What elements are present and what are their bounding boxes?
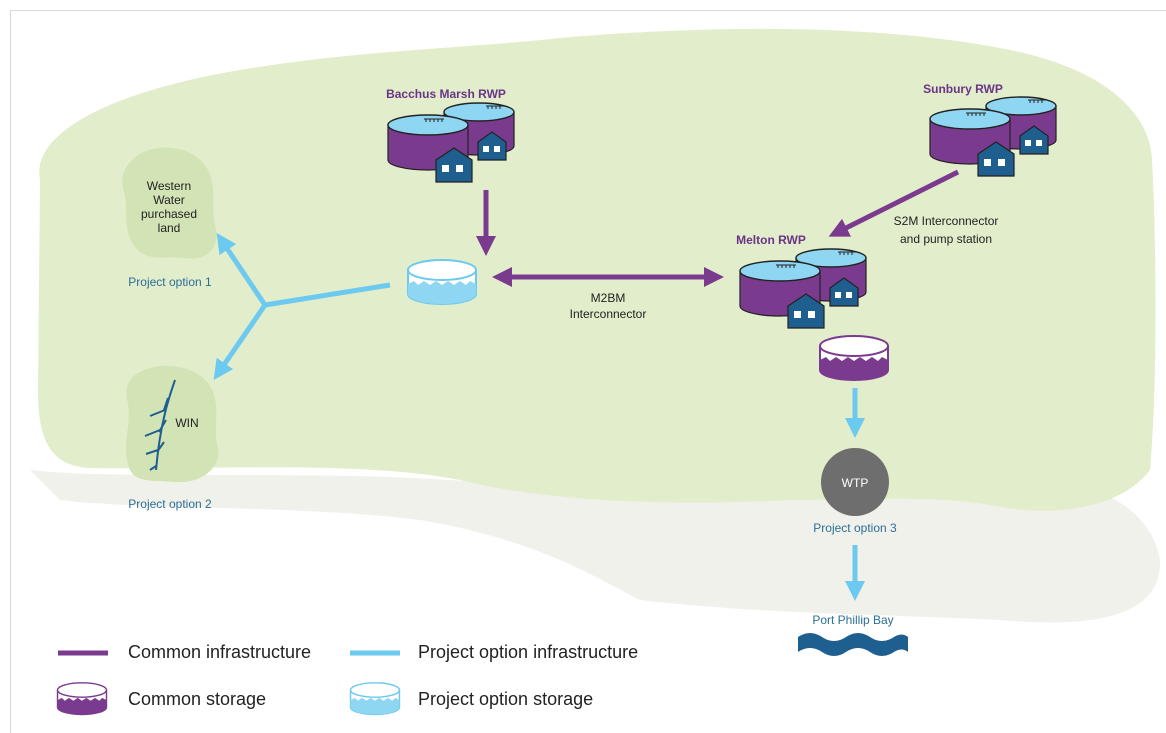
melton-label: Melton RWP: [736, 233, 806, 247]
m2bm-label-line2: Interconnector: [570, 307, 647, 321]
melton-storage-icon: [819, 335, 889, 381]
project-option-2-label: Project option 2: [128, 497, 212, 511]
s2m-label-line2: and pump station: [900, 232, 992, 246]
bay-waves-icon: [798, 633, 908, 656]
legend-option-storage-icon: [349, 682, 401, 716]
m2bm-label-line1: M2BM: [591, 291, 626, 305]
s2m-label-line1: S2M Interconnector: [894, 214, 999, 228]
option-main-pipe: [264, 282, 391, 308]
western-water-label-line4: land: [158, 221, 181, 235]
option1-branch-pipe: [216, 233, 268, 307]
sunbury-label: Sunbury RWP: [923, 82, 1003, 96]
western-water-label-line1: Western: [147, 179, 191, 193]
project-option-3-label: Project option 3: [813, 521, 897, 535]
s2m-interconnector-pipe: [828, 169, 960, 237]
wtp-circle-icon: [821, 448, 889, 516]
wtp-label: WTP: [842, 476, 869, 490]
frame-top-border: [10, 10, 1166, 11]
project-option-1-label: Project option 1: [128, 275, 212, 289]
win-area: [126, 365, 219, 483]
western-water-label-line2: Water: [153, 193, 185, 207]
legend: Common infrastructure Project option inf…: [56, 642, 638, 716]
legend-option-storage-label: Project option storage: [418, 689, 593, 709]
waterway-icon: [144, 379, 176, 471]
option2-branch-pipe: [213, 303, 268, 380]
western-water-label-line3: purchased: [141, 207, 197, 221]
western-water-area: [122, 147, 217, 259]
win-label: WIN: [175, 416, 198, 430]
frame-left-border: [10, 10, 11, 733]
port-phillip-bay-label: Port Phillip Bay: [812, 613, 893, 627]
legend-option-infrastructure-label: Project option infrastructure: [418, 642, 638, 662]
legend-common-infrastructure-label: Common infrastructure: [128, 642, 311, 662]
option-storage-icon: [407, 259, 477, 305]
legend-common-storage-icon: [56, 682, 108, 716]
legend-common-storage-label: Common storage: [128, 689, 266, 709]
bacchus-marsh-label: Bacchus Marsh RWP: [386, 87, 506, 101]
